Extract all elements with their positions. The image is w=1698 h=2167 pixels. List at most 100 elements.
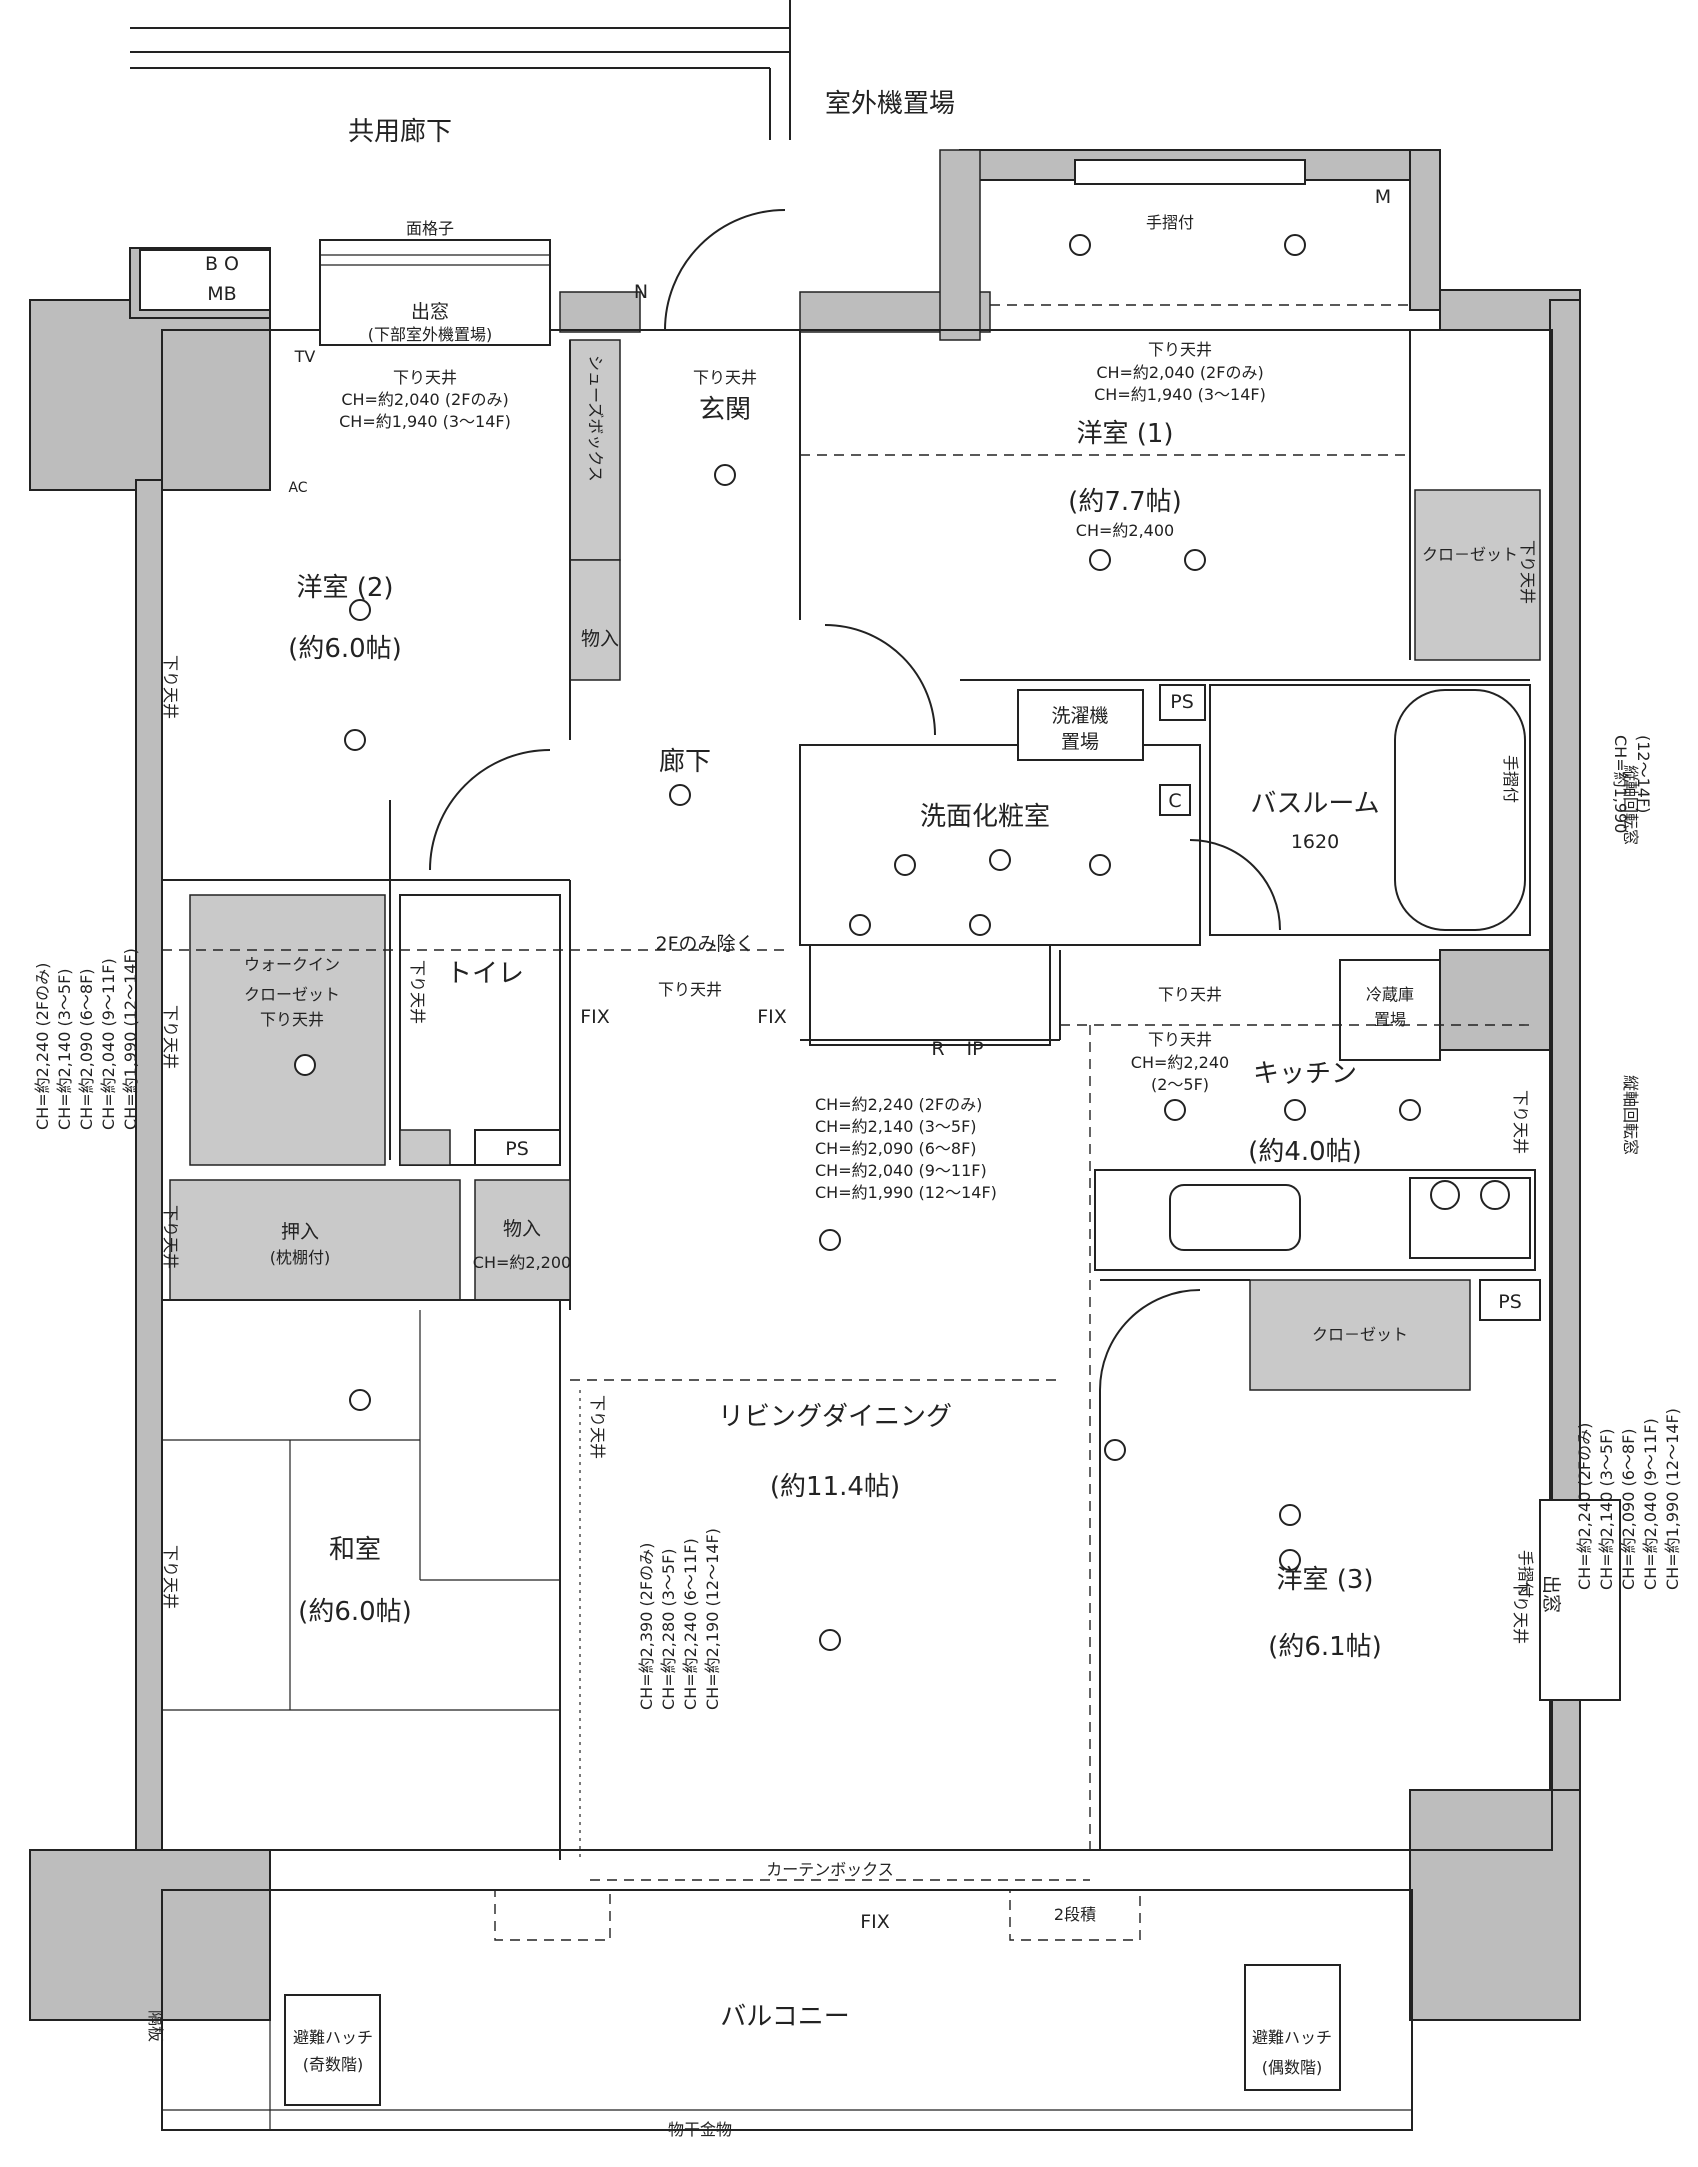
label-ac: AC <box>288 480 307 496</box>
label-common-corridor: 共用廊下 <box>348 117 452 147</box>
label-evac-odd-1: 避難ハッチ <box>293 2028 373 2047</box>
ceiling-living-vertical-0: CH=約2,390 (2Fのみ) <box>637 1543 656 1710</box>
label-living-dining-size: (約11.4帖) <box>770 1472 900 1502</box>
ceiling-top-left-0: 下り天井 <box>393 368 457 387</box>
label-two-step: 2段積 <box>1054 1905 1096 1924</box>
label-curtain-box: カーテンボックス <box>766 1860 894 1879</box>
western3-door <box>1099 1289 1201 1391</box>
ceiling-right-vertical-0: CH=約1,990 <box>1611 735 1630 833</box>
wall-block-left-bottom <box>29 1849 271 2021</box>
label-western2: 洋室 (2) <box>296 573 393 603</box>
label-living-ceiling: 下り天井 <box>588 1395 607 1459</box>
sink <box>1169 1184 1301 1251</box>
ceiling-center-4: CH=約1,990 (12～14F) <box>815 1183 997 1202</box>
label-walkin-ceiling: 下り天井 <box>260 1010 324 1029</box>
western2-door <box>429 749 551 871</box>
label-vertical-sliding-1: 縦軸回転窓 <box>1621 765 1640 845</box>
label-bay-window-note: (下部室外機置場) <box>368 325 493 344</box>
label-entrance: 玄関 <box>699 395 751 425</box>
label-r: R <box>931 1038 944 1060</box>
label-western3-size: (約6.1帖) <box>1268 1632 1382 1662</box>
shoe-box <box>569 339 621 561</box>
ceiling-right-vertical-1: (12～14F) <box>1634 735 1653 813</box>
ceiling-right-lower-0: CH=約2,240 (2Fのみ) <box>1575 1423 1594 1590</box>
label-fix-1: FIX <box>580 1006 610 1028</box>
label-tv: TV <box>294 347 316 366</box>
fridge-area <box>1339 959 1441 1061</box>
label-balcony: バルコニー <box>720 2002 849 2032</box>
label-fix-2: FIX <box>757 1006 787 1028</box>
label-storage-ch: CH=約2,200 <box>473 1253 571 1272</box>
ceiling-top-left-2: CH=約1,940 (3～14F) <box>339 412 511 431</box>
label-ps-kitchen: PS <box>1498 1291 1522 1313</box>
ceiling-center-2: CH=約2,090 (6～8F) <box>815 1139 977 1158</box>
label-japanese-room: 和室 <box>329 1535 381 1565</box>
ceiling-kitchen-0: 下り天井 <box>1148 1030 1212 1049</box>
ceiling-right-lower-4: CH=約1,990 (12～14F) <box>1663 1408 1682 1590</box>
label-left-ceiling-1: 下り天井 <box>161 655 180 719</box>
burner <box>1430 1180 1460 1210</box>
ceiling-kitchen-2: (2～5F) <box>1151 1075 1209 1094</box>
label-fridge-1: 冷蔵庫 <box>1366 985 1414 1004</box>
label-shoe-box: シューズボックス <box>586 355 605 482</box>
evac-hatch-even <box>1244 1964 1341 2091</box>
label-lattice: 面格子 <box>406 219 454 238</box>
label-western1: 洋室 (1) <box>1076 419 1173 449</box>
label-entrance-ceiling: 下り天井 <box>693 368 757 387</box>
label-walkin-1: ウォークイン <box>244 955 340 974</box>
storage-entrance <box>569 559 621 681</box>
label-ps-wash: PS <box>1170 691 1194 713</box>
label-bo: B O <box>205 253 239 275</box>
bay-window-left <box>319 239 551 346</box>
label-closet-ceiling: 下り天井 <box>1518 540 1537 604</box>
ceiling-living-vertical-2: CH=約2,240 (6～11F) <box>681 1538 700 1710</box>
label-ps-toilet: PS <box>505 1138 529 1160</box>
outdoor-unit-right <box>1009 1889 1141 1941</box>
label-kitchen-size: (約4.0帖) <box>1248 1137 1362 1167</box>
ps-kitchen <box>1479 1279 1541 1321</box>
burner <box>1480 1180 1510 1210</box>
label-vertical-sliding-2: 縦軸回転窓 <box>1621 1075 1640 1155</box>
label-bathroom: バスルーム <box>1250 789 1379 819</box>
label-handrail-right: 手摺付 <box>1516 1550 1535 1598</box>
label-storage-lower: 物入 <box>503 1218 541 1240</box>
wall-entrance-top <box>559 291 641 333</box>
label-ip: IP <box>966 1038 983 1060</box>
label-m: M <box>1375 186 1391 208</box>
ceiling-left-vertical-1: CH=約2,140 (3～5F) <box>55 968 74 1130</box>
label-evac-odd-2: (奇数階) <box>303 2055 364 2074</box>
ps-toilet <box>474 1129 561 1166</box>
label-oshiire-note: (枕棚付) <box>270 1248 331 1267</box>
washer-area <box>1017 689 1144 761</box>
label-western3-ceiling: 下り天井 <box>1511 1580 1530 1644</box>
c-box <box>1159 784 1191 816</box>
label-n: N <box>634 281 648 303</box>
ceiling-kitchen-1: CH=約2,240 <box>1131 1053 1229 1072</box>
label-washroom: 洗面化粧室 <box>920 802 1050 832</box>
mb-box <box>139 249 271 311</box>
ceiling-center-1: CH=約2,140 (3～5F) <box>815 1117 977 1136</box>
label-left-ceiling-3: 下り天井 <box>161 1205 180 1269</box>
ceiling-top-right-0: 下り天井 <box>1148 340 1212 359</box>
bathroom-door <box>1189 839 1281 931</box>
label-walkin-2: クローゼット <box>244 985 340 1004</box>
ceiling-left-vertical-2: CH=約2,090 (6～8F) <box>77 968 96 1130</box>
label-western2-size: (約6.0帖) <box>288 634 402 664</box>
unit-outline <box>161 329 1553 1851</box>
label-japanese-room-size: (約6.0帖) <box>298 1597 412 1627</box>
walkin-closet <box>189 894 386 1166</box>
stove <box>1409 1177 1531 1259</box>
window-western1 <box>1074 159 1306 185</box>
wall-left <box>135 479 163 1931</box>
closet-western3 <box>1249 1279 1471 1391</box>
hall-door <box>824 624 936 736</box>
label-storage-entrance: 物入 <box>581 628 619 650</box>
ceiling-top-right-2: CH=約1,940 (3～14F) <box>1094 385 1266 404</box>
evac-hatch-odd <box>284 1994 381 2106</box>
label-handrail-bath: 手摺付 <box>1501 755 1520 803</box>
oshiire <box>169 1179 461 1301</box>
ceiling-top-right-1: CH=約2,040 (2Fのみ) <box>1096 363 1263 382</box>
label-hallway: 廊下 <box>659 747 711 777</box>
label-bay-window-right: 出窓 <box>1540 1575 1562 1613</box>
